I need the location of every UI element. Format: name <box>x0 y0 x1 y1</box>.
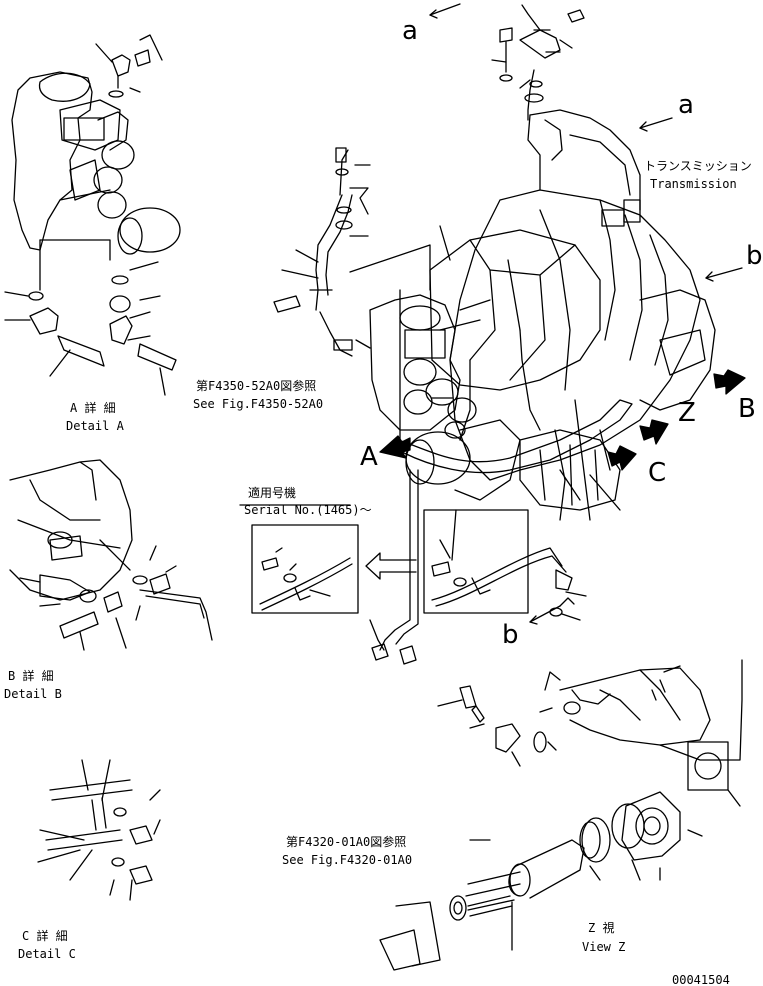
ref-f4350-en: See Fig.F4350-52A0 <box>193 397 324 411</box>
callout-Z: Z <box>678 398 696 428</box>
serial-label-en: Serial No.(1465)～ <box>244 503 372 517</box>
transmission-main-drawing <box>273 3 746 665</box>
detail-c-jp: C 詳 細 <box>22 929 68 943</box>
serial-detail-boxes <box>239 504 587 621</box>
detail-b-drawing <box>9 459 213 651</box>
detail-a-jp: A 詳 細 <box>70 401 116 415</box>
detail-b-jp: B 詳 細 <box>8 669 54 683</box>
ref-f4320-en: See Fig.F4320-01A0 <box>282 853 413 867</box>
detail-a-drawing <box>4 34 181 396</box>
detail-a-en: Detail A <box>66 419 124 433</box>
view-z-en: View Z <box>582 940 626 954</box>
callout-a-top: a <box>402 16 418 46</box>
transmission-label-en: Transmission <box>650 177 737 191</box>
callout-B: B <box>738 394 756 424</box>
callout-A: A <box>360 442 378 472</box>
view-z-jp: Z 視 <box>588 921 615 935</box>
drawing-number: 00041504 <box>672 973 730 986</box>
callout-b-bottom: b <box>502 620 519 650</box>
serial-label-jp: 適用号機 <box>248 486 297 500</box>
view-z-drawing <box>379 659 743 971</box>
callout-b-right: b <box>746 241 763 271</box>
view-arrows <box>379 369 746 471</box>
detail-c-en: Detail C <box>18 947 76 961</box>
detail-c-drawing <box>37 759 161 901</box>
detail-b-en: Detail B <box>4 687 62 701</box>
callout-C: C <box>648 458 667 488</box>
ref-f4350-jp: 第F4350-52A0図参照 <box>196 379 317 393</box>
transmission-label-jp: トランスミッション <box>644 159 752 173</box>
ref-f4320-jp: 第F4320-01A0図参照 <box>286 835 407 849</box>
callout-a-right: a <box>678 90 694 120</box>
